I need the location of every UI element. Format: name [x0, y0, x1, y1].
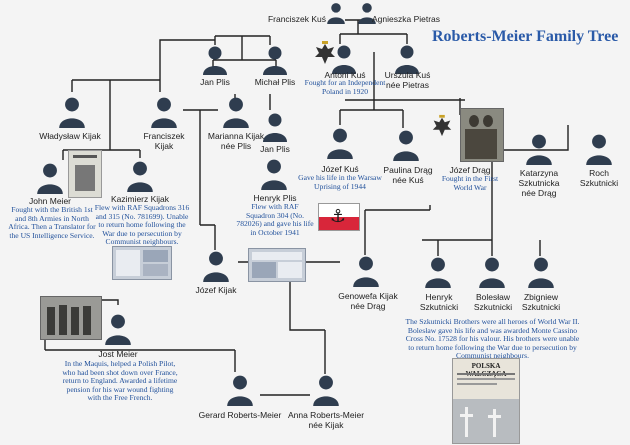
raf-documents-photo — [112, 246, 172, 280]
person-silhouette-icon — [127, 161, 153, 192]
name-michal-plis: Michał Plis — [254, 77, 296, 87]
name-anna-roberts-meier: Anna Roberts-Meier née Kijak — [287, 410, 365, 430]
name-boleslaw-szkutnicki: Bolesław Szkutnicki — [473, 292, 513, 312]
person-silhouette-icon — [263, 113, 287, 142]
name-henryk-plis: Henryk Plis — [253, 193, 297, 203]
person-silhouette-icon — [395, 45, 419, 74]
name-franciszek-kijak: Franciszek Kijak — [143, 131, 185, 151]
polish-eagle-icon — [315, 41, 335, 64]
person-silhouette-icon — [151, 97, 177, 128]
name-katarzyna-szkutnicka: Katarzyna Szkutnicka née Drąg — [518, 168, 560, 198]
polish-eagle-icon — [432, 114, 452, 137]
person-silhouette-icon — [425, 257, 451, 288]
person-silhouette-icon — [227, 375, 253, 406]
note-antoni-kus: Fought for an Independent Poland in 1920 — [304, 78, 386, 96]
newspaper-clipping-image: POLSKA WALCZĄCA — [452, 358, 520, 444]
name-genowefa-kijak: Genowefa Kijak née Drąg — [338, 291, 398, 311]
person-silhouette-icon — [261, 159, 287, 190]
name-paulina-drag: Paulina Drąg née Kuś — [383, 165, 433, 185]
name-jozef-kijak: Józef Kijak — [195, 285, 237, 295]
note-jozef-kus: Gave his life in the Warsaw Uprising of … — [298, 173, 382, 191]
polish-flag-image — [318, 203, 360, 231]
note-jost-meier: In the Maquis, helped a Polish Pilot, wh… — [62, 359, 178, 403]
person-silhouette-icon — [313, 375, 339, 406]
person-silhouette-icon — [203, 46, 227, 75]
person-silhouette-icon — [105, 314, 131, 345]
name-jost-meier: Jost Meier — [98, 349, 138, 359]
anchor-symbol-icon: ⚓ — [329, 206, 347, 226]
person-silhouette-icon — [332, 45, 356, 74]
name-urszula-kus: Urszula Kuś née Pietras — [384, 70, 431, 90]
maquis-group-photo — [40, 296, 102, 340]
portrait-photo-jozef-drag — [460, 108, 504, 162]
note-szkutnicki-brothers: The Szkutnicki Brothers were all heroes … — [405, 317, 580, 361]
person-silhouette-icon — [526, 134, 552, 165]
person-silhouette-icon — [327, 3, 345, 24]
person-silhouette-icon — [327, 128, 353, 159]
newspaper-headline: POLSKA WALCZĄCA — [466, 362, 507, 378]
person-silhouette-icon — [59, 97, 85, 128]
person-silhouette-icon — [586, 134, 612, 165]
name-kazimierz-kijak: Kazimierz Kijak — [110, 194, 170, 204]
note-john-meier: Fought with the British 1st and 8th Armi… — [8, 205, 96, 240]
book-cover-photo — [68, 150, 102, 198]
name-wladyslaw-kijak: Władysław Kijak — [39, 131, 101, 141]
note-kazimierz-kijak: Flew with RAF Squadrons 316 and 315 (No.… — [94, 203, 190, 247]
note-henryk-plis: Flew with RAF Squadron 304 (No. 782026) … — [236, 202, 314, 237]
name-jozef-drag: Józef Drąg — [449, 165, 491, 175]
person-silhouette-icon — [203, 251, 229, 282]
name-henryk-szkutnicki: Henryk Szkutnicki — [419, 292, 459, 312]
raf-records-photo — [248, 248, 306, 282]
person-silhouette-icon — [37, 163, 63, 194]
name-gerard-roberts-meier: Gerard Roberts-Meier — [198, 410, 282, 420]
name-roch-szkutnicki: Roch Szkutnicki — [579, 168, 619, 188]
person-silhouette-icon — [528, 257, 554, 288]
name-zbigniew-szkutnicki: Zbigniew Szkutnicki — [521, 292, 561, 312]
name-franciszek-kus: Franciszek Kuś — [267, 14, 327, 24]
person-silhouette-icon — [223, 97, 249, 128]
name-antoni-kus: Antoni Kuś — [324, 70, 366, 80]
name-jan-plis-top: Jan Plis — [200, 77, 230, 87]
name-jozef-kus: Józef Kuś — [321, 164, 359, 174]
name-marianna-kijak: Marianna Kijak née Plis — [207, 131, 265, 151]
note-jozef-drag: Fought in the First World War — [441, 174, 499, 192]
person-silhouette-icon — [263, 46, 287, 75]
person-silhouette-icon — [358, 3, 376, 24]
name-jan-plis: Jan Plis — [260, 144, 290, 154]
diagram-title: Roberts-Meier Family Tree — [432, 28, 619, 45]
person-silhouette-icon — [479, 257, 505, 288]
person-silhouette-icon — [353, 256, 379, 287]
name-john-meier: John Meier — [28, 196, 72, 206]
person-silhouette-icon — [393, 130, 419, 161]
name-agnieszka-pietras: Agnieszka Pietras — [372, 14, 441, 24]
